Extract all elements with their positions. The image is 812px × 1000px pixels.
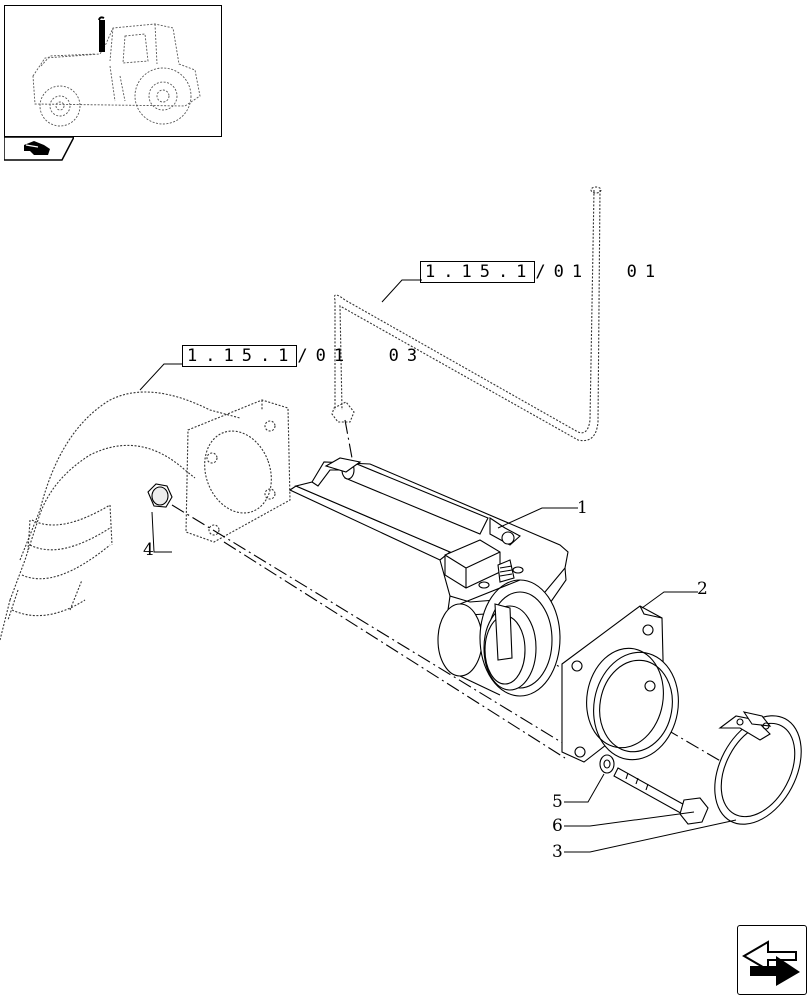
leader-lines [139,279,737,853]
callout-3: 3 [552,842,563,862]
section-tab-icon [3,136,76,161]
reference-code[interactable]: 1.15.1 [420,261,536,283]
next-page-arrow-icon [742,940,800,986]
next-page-button[interactable] [737,925,807,995]
callout-1: 1 [577,498,588,518]
tractor-thumbnail-icon [32,16,201,127]
center-lines [171,419,771,791]
reference-suffix: /01 03 [297,346,426,366]
pipe-flange [185,399,291,543]
bolt-part-6 [613,767,709,825]
flange-gasket-part-2 [561,605,679,763]
callout-6: 6 [552,816,563,836]
exhaust-brake-valve [437,579,561,697]
v-band-clamp-part-3 [714,711,802,825]
vacuum-hose [331,186,602,442]
nut-part-4 [147,483,173,508]
reference-label-left[interactable]: 1.15.1/01 03 [182,345,425,367]
callout-2: 2 [697,579,708,599]
washer-part-5 [599,754,615,774]
reference-suffix: /01 01 [535,262,664,282]
reference-label-upper[interactable]: 1.15.1/01 01 [420,261,663,283]
callout-4: 4 [143,540,154,560]
callout-5: 5 [552,792,563,812]
exhaust-pipe [0,391,241,641]
tractor-thumbnail [4,5,222,137]
section-tab[interactable] [3,136,76,161]
reference-code[interactable]: 1.15.1 [182,345,298,367]
actuator-bracket-part-1 [288,457,569,616]
